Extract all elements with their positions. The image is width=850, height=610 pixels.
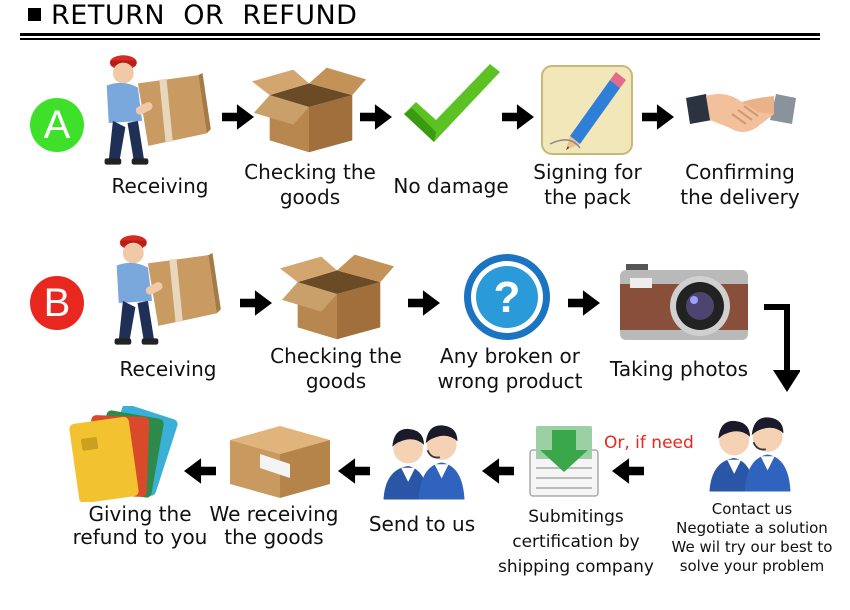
- open-box-icon: [278, 242, 396, 342]
- arrow-icon: [568, 290, 600, 316]
- pencil-note-icon: [540, 64, 635, 156]
- step-r4-label: Submitings certification by shipping com…: [480, 505, 672, 580]
- arrow-icon: [502, 104, 534, 130]
- step-a4-text: Signing for the pack: [533, 160, 642, 209]
- download-document-icon: [526, 422, 602, 498]
- handshake-icon: [686, 84, 796, 140]
- arrow-left-icon: [184, 458, 216, 484]
- open-box-icon: [250, 55, 368, 155]
- contact-line: We wil try our best to: [671, 538, 833, 556]
- step-a5-label: Confirming the delivery: [670, 160, 810, 210]
- contact-line: Negotiate a solution: [676, 519, 828, 537]
- step-r3-label: Send to us: [368, 512, 476, 536]
- step-r2-text: We receiving the goods: [209, 502, 339, 549]
- step-r4-text: Submitings certification by shipping com…: [498, 507, 654, 577]
- arrow-icon: [360, 104, 392, 130]
- arrow-left-icon: [482, 458, 514, 484]
- contact-line: Contact us: [711, 500, 793, 518]
- step-r2-label: We receiving the goods: [208, 503, 340, 549]
- step-b4-label: Taking photos: [609, 357, 749, 381]
- step-b3-label: Any broken or wrong product: [430, 344, 590, 394]
- credit-cards-icon: [66, 406, 182, 502]
- delivery-man-icon: [90, 48, 215, 173]
- svg-text:?: ?: [494, 273, 521, 322]
- step-a1-label: Receiving: [111, 174, 209, 198]
- arrow-left-icon: [612, 458, 644, 484]
- support-agents-icon: [706, 406, 794, 496]
- step-r1-text: Giving the refund to you: [72, 502, 208, 549]
- page-title-text: RETURN OR REFUND: [51, 0, 358, 31]
- title-rule-thin: [20, 38, 820, 40]
- step-a2-text: Checking the goods: [244, 160, 376, 209]
- arrow-icon: [408, 290, 440, 316]
- step-a3-label: No damage: [393, 174, 509, 198]
- title-rule-thick: [20, 33, 820, 36]
- page-title: RETURN OR REFUND: [28, 0, 357, 31]
- question-icon: ?: [462, 252, 552, 342]
- step-a4-label: Signing for the pack: [520, 160, 655, 210]
- arrow-left-icon: [338, 458, 370, 484]
- step-b1-label: Receiving: [119, 357, 217, 381]
- arrow-icon: [240, 290, 272, 316]
- corner-arrow-icon: [760, 298, 800, 398]
- delivery-man-icon: [100, 228, 225, 353]
- badge-a-letter: A: [43, 103, 71, 147]
- step-b2-text: Checking the goods: [270, 344, 402, 393]
- badge-b: B: [30, 276, 84, 330]
- checkmark-icon: [398, 62, 508, 162]
- support-agents-icon: [380, 414, 468, 504]
- step-b3-text: Any broken or wrong product: [437, 344, 583, 393]
- contact-line: solve your problem: [679, 557, 825, 575]
- badge-b-letter: B: [43, 281, 71, 325]
- camera-icon: [618, 258, 750, 344]
- step-a5-text: Confirming the delivery: [680, 160, 800, 209]
- step-r1-label: Giving the refund to you: [70, 503, 210, 549]
- step-b2-label: Checking the goods: [266, 344, 406, 394]
- closed-box-icon: [226, 420, 334, 500]
- arrow-icon: [642, 104, 674, 130]
- contact-text: Contact us Negotiate a solution We wil t…: [664, 500, 840, 576]
- step-a2-label: Checking the goods: [240, 160, 380, 210]
- square-bullet-icon: [28, 8, 41, 21]
- if-need-note: Or, if need: [604, 433, 694, 453]
- badge-a: A: [30, 98, 84, 152]
